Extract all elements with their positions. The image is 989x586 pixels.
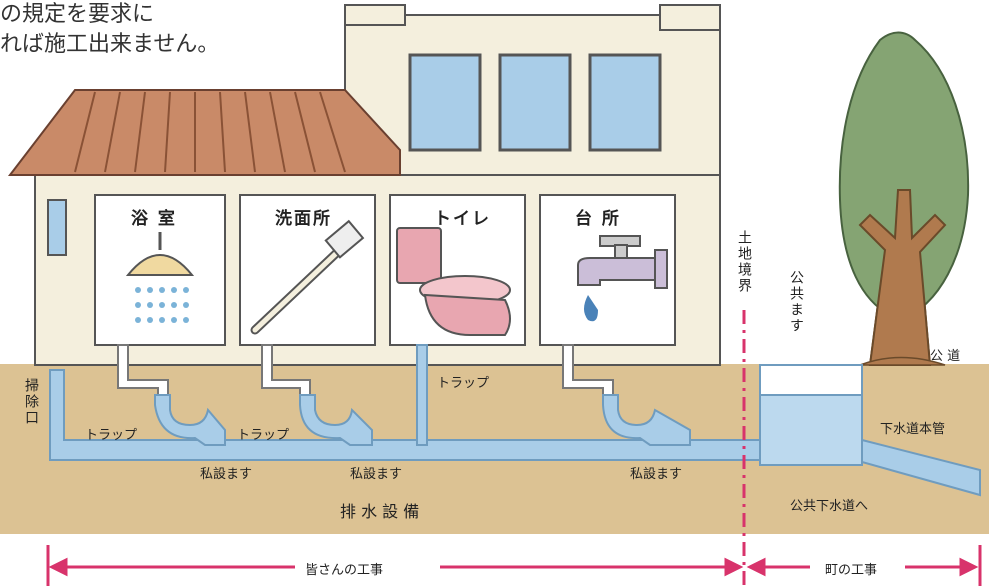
- house: [7, 4, 721, 366]
- trap-label-bath: トラップ: [85, 428, 138, 443]
- boundary-label: 土地境界: [736, 230, 752, 294]
- window-2: [498, 53, 572, 152]
- trap-label-toilet: トラップ: [437, 376, 490, 391]
- room-title-washroom: 洗面所: [275, 209, 332, 229]
- trap-label-wash: トラップ: [237, 428, 290, 443]
- faucet-icon: [577, 235, 668, 322]
- town-work-label: 町の工事: [825, 563, 878, 578]
- public-box-label: 公共ます: [788, 270, 804, 334]
- header-line-2: れば施工出来ません。: [0, 32, 220, 57]
- private-box-label-1: 私設ます: [200, 467, 253, 482]
- private-box-label-3: 私設ます: [630, 467, 683, 482]
- your-work-label: 皆さんの工事: [305, 563, 384, 578]
- toilet-icon: [396, 227, 511, 336]
- cleanout-label: 掃除口: [23, 378, 39, 426]
- room-title-kitchen: 台 所: [575, 209, 621, 229]
- shower-icon: [125, 232, 195, 323]
- room-title-toilet: トイレ: [434, 209, 491, 229]
- drainage-label: 排 水 設 備: [340, 502, 420, 521]
- to-public-sewer-label: 公共下水道へ: [790, 499, 869, 514]
- window-3: [588, 53, 662, 152]
- bottom-arrows: [46, 545, 982, 586]
- public-road-label: 公 道: [930, 349, 961, 364]
- main-sewer-label: 下水道本管: [880, 422, 946, 437]
- drain-pipes: [49, 344, 981, 497]
- room-title-bath: 浴 室: [131, 209, 177, 229]
- header-line-1: の規定を要求に: [0, 2, 155, 27]
- tree: [838, 31, 970, 366]
- window-1: [408, 53, 482, 152]
- private-box-label-2: 私設ます: [350, 467, 403, 482]
- toothbrush-icon: [250, 219, 365, 335]
